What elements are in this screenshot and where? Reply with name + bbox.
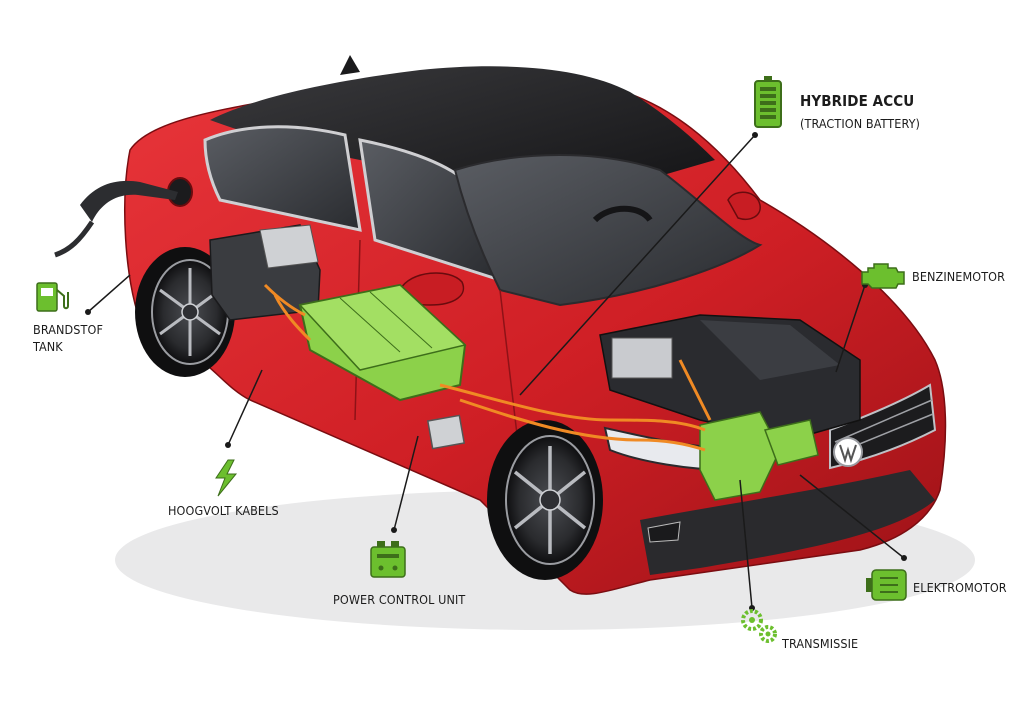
fuel-nozzle (80, 180, 178, 222)
label-fuel-tank-line1: BRANDSTOF (33, 322, 104, 337)
fuel-hose (54, 220, 95, 258)
traction-battery (298, 283, 467, 402)
shark-antenna (340, 55, 360, 75)
side-window-rear (203, 125, 362, 232)
label-transmission: TRANSMISSIE (782, 636, 859, 651)
power-unit-icon (370, 541, 406, 578)
lightning-bolt-icon (215, 459, 238, 497)
leader-lines (87, 134, 905, 609)
label-high-voltage-cables: HOOGVOLT KABELS (168, 503, 279, 518)
leader-dots (85, 132, 907, 611)
steering-wheel (592, 205, 653, 223)
front-bumper (640, 470, 935, 575)
power-control-box (426, 414, 466, 450)
engine-bay (599, 314, 861, 441)
label-power-control-unit: POWER CONTROL UNIT (333, 592, 466, 607)
label-fuel-tank-line2: TANK (33, 339, 63, 354)
fog-light (647, 521, 681, 543)
electric-motor-icon (866, 569, 907, 601)
label-electric-motor: ELEKTROMOTOR (913, 580, 1007, 595)
label-hybrid-battery: HYBRIDE ACCU (800, 92, 915, 110)
rear-wheel (135, 247, 235, 377)
gears-icon (741, 609, 777, 643)
battery-icon (754, 76, 782, 128)
e-motor-transmission (699, 411, 819, 501)
engine-icon (861, 263, 905, 289)
high-voltage-cables (263, 283, 712, 452)
label-hybrid-battery-sub: (TRACTION BATTERY) (800, 116, 921, 131)
label-petrol-engine: BENZINEMOTOR (912, 269, 1006, 284)
windshield (453, 154, 763, 307)
front-wheel (487, 420, 603, 580)
fuel-pump-icon (36, 282, 69, 312)
side-mirror-right (727, 191, 761, 220)
